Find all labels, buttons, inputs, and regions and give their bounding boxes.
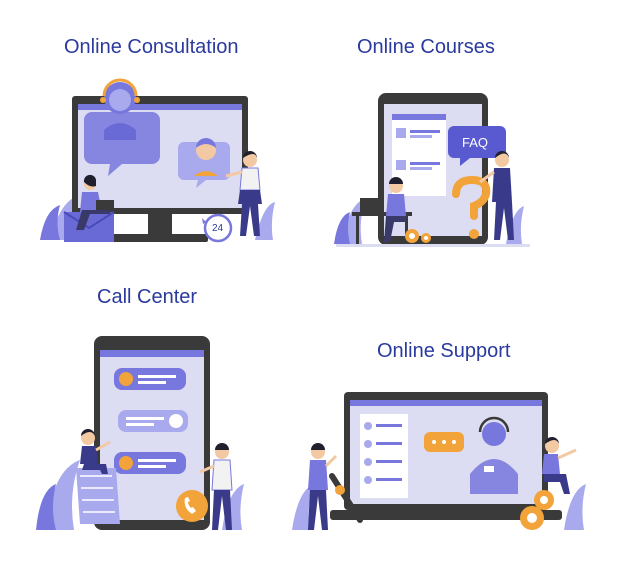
clock-24-icon	[203, 213, 233, 243]
faq-bubble	[448, 126, 506, 166]
list-item-icon	[364, 440, 372, 448]
avatar-icon	[169, 414, 183, 428]
monitor-stand	[148, 214, 172, 234]
avatar-icon	[119, 372, 133, 386]
monitor-base	[112, 234, 208, 242]
person-standing	[495, 153, 509, 167]
laptop-icon	[360, 198, 380, 212]
chat-message	[114, 368, 186, 390]
headset-icon	[478, 416, 510, 433]
plant-icon	[255, 202, 275, 240]
panel-consultation	[40, 78, 275, 243]
panel-call-center	[36, 336, 244, 530]
question-mark-icon	[452, 175, 491, 220]
phone-call-icon	[176, 490, 208, 522]
person-sitting	[81, 431, 95, 445]
plant-icon	[292, 484, 314, 530]
list-item-icon	[364, 458, 372, 466]
wrench-icon	[329, 473, 363, 523]
plant-icon	[46, 460, 80, 530]
panel-title-courses: Online Courses	[357, 36, 495, 58]
client-bubble	[178, 142, 230, 188]
person-standing	[243, 153, 257, 167]
panel-title-call-center: Call Center	[97, 286, 198, 308]
panel-support	[292, 392, 586, 530]
window-titlebar	[78, 104, 242, 110]
person-sitting	[545, 439, 559, 453]
plant-icon	[36, 484, 56, 530]
plant-icon	[40, 205, 60, 240]
laptop-base	[330, 510, 562, 520]
operator-avatar	[482, 422, 506, 446]
course-thumb-icon	[396, 160, 406, 170]
plant-icon	[334, 212, 350, 244]
floor-line	[336, 244, 530, 247]
list-item-icon	[364, 422, 372, 430]
chat-bubble	[84, 112, 160, 176]
panel-courses	[334, 93, 530, 247]
clock-24-label: 24	[212, 223, 224, 234]
faq-label: FAQ	[462, 135, 488, 150]
course-thumb-icon	[396, 128, 406, 138]
laptop-icon	[96, 200, 114, 210]
desk	[352, 212, 412, 216]
headset-icon	[102, 78, 138, 97]
calendar-icon	[76, 468, 120, 524]
plant-icon	[564, 484, 586, 530]
chat-message	[114, 452, 186, 474]
panel-title-support: Online Support	[377, 340, 511, 362]
avatar-icon	[119, 456, 133, 470]
list-item-icon	[364, 476, 372, 484]
panel-title-consultation: Online Consultation	[64, 36, 239, 58]
chat-message	[118, 410, 188, 432]
